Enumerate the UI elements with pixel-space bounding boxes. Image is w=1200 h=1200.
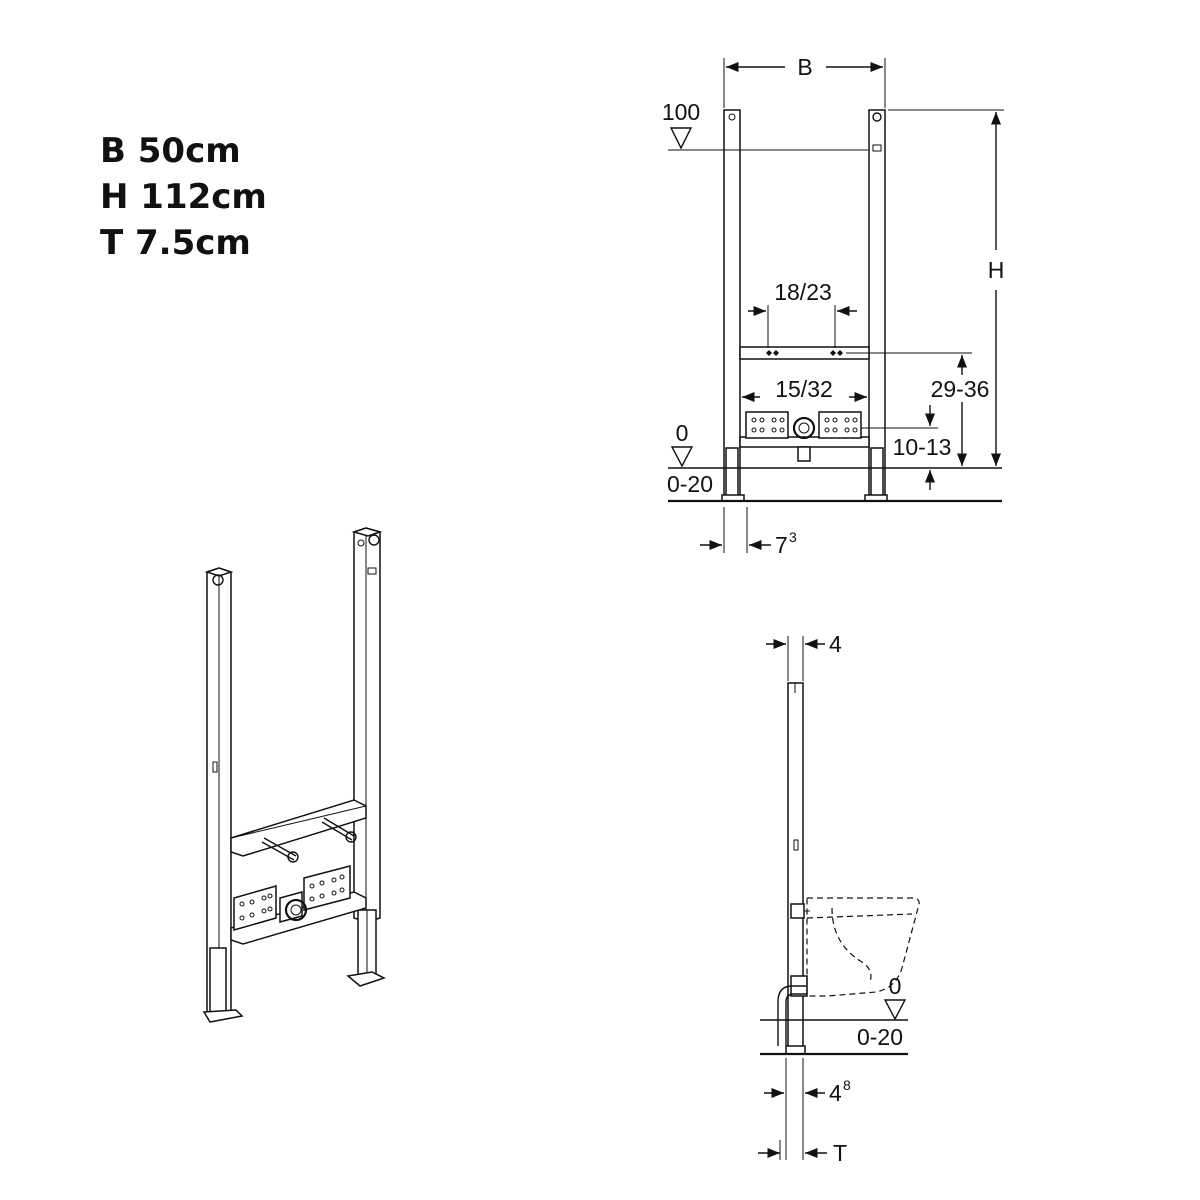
front-level-0-label: 0 — [676, 420, 689, 446]
threaded-rods — [261, 817, 357, 863]
spec-height: H 112cm — [100, 177, 267, 217]
spec-width: B 50cm — [100, 131, 241, 171]
front-right-plate — [818, 411, 862, 439]
front-drain-fitting — [792, 416, 816, 440]
side-frame-post — [787, 682, 804, 1054]
side-dim-4-base: 4 — [829, 1080, 842, 1106]
side-dim-T: T — [833, 1140, 847, 1166]
dim-B: B — [797, 54, 812, 80]
plate-holes — [751, 417, 858, 433]
level-marker-icon — [669, 127, 693, 150]
dim-7-sup: 3 — [789, 529, 797, 545]
front-left-foot — [725, 447, 739, 499]
level-marker-icon — [883, 999, 907, 1021]
dim-H: H — [988, 257, 1005, 283]
dim-10-13: 10-13 — [893, 434, 952, 460]
level-100-label: 100 — [662, 99, 700, 125]
side-level-0-label: 0 — [889, 973, 902, 999]
spec-depth: T 7.5cm — [100, 223, 251, 263]
front-dim-0-20: 0-20 — [667, 471, 713, 497]
dim-15-32: 15/32 — [775, 376, 833, 402]
spec-list: B 50cm H 112cm T 7.5cm — [100, 128, 267, 266]
side-dim-4: 4 — [829, 631, 842, 657]
side-view: 4 0 0-20 4 8 T — [758, 631, 920, 1166]
front-left-post — [723, 109, 741, 499]
front-view: B 100 H 18/23 15/32 29-36 10-13 0 — [662, 54, 1005, 558]
level-marker-icon — [670, 446, 694, 468]
upper-fixing-points — [766, 350, 843, 356]
front-right-post — [868, 109, 886, 499]
dim-29-36: 29-36 — [931, 376, 990, 402]
front-right-foot — [870, 447, 884, 499]
dim-18-23: 18/23 — [774, 279, 832, 305]
isometric-frame-illustration — [202, 527, 386, 1023]
side-dim-4-sup: 8 — [843, 1077, 851, 1093]
front-left-plate — [745, 411, 789, 439]
bidet-outline — [806, 897, 920, 997]
side-dim-0-20: 0-20 — [857, 1024, 903, 1050]
dim-7-base: 7 — [775, 532, 788, 558]
